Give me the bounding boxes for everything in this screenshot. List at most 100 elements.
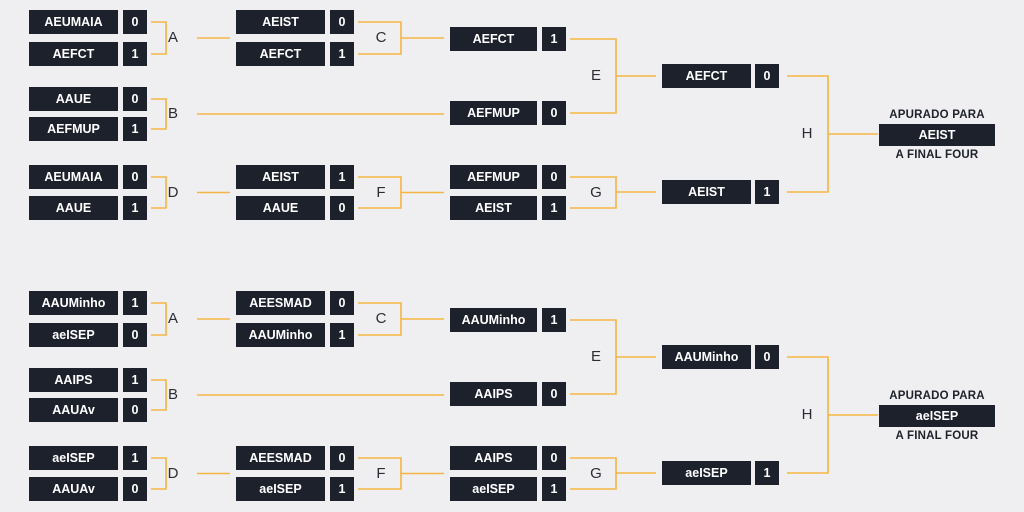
- team-name: AEIST: [236, 165, 325, 189]
- team-score: 0: [123, 398, 147, 422]
- match-label: A: [167, 310, 178, 327]
- match-label: A: [167, 29, 178, 46]
- team-name: AAIPS: [450, 446, 537, 470]
- team-name: AEESMAD: [236, 291, 325, 315]
- match-label: F: [376, 464, 386, 482]
- team-score: 1: [330, 477, 354, 501]
- team-score: 0: [123, 323, 147, 347]
- team-score: 0: [330, 446, 354, 470]
- team-name: aeISEP: [29, 446, 118, 470]
- team-score: 0: [123, 10, 147, 34]
- team-name: AEIST: [450, 196, 537, 220]
- team-name: AAUE: [236, 196, 325, 220]
- match-label: D: [167, 464, 179, 482]
- connector-line: [151, 176, 167, 209]
- team-score: 0: [755, 345, 779, 369]
- connector-line: [151, 457, 167, 490]
- qualified-caption-bottom: A FINAL FOUR: [895, 149, 979, 161]
- team-score: 0: [755, 64, 779, 88]
- match-label: B: [167, 105, 178, 122]
- match-label: E: [590, 67, 601, 84]
- team-name: AEIST: [236, 10, 325, 34]
- connector-line: [151, 21, 167, 55]
- team-score: 1: [542, 308, 566, 332]
- team-name: AAUMinho: [662, 345, 751, 369]
- team-score: 0: [330, 10, 354, 34]
- team-name: AEFMUP: [29, 117, 118, 141]
- team-name: AEFMUP: [450, 165, 537, 189]
- team-name: aeISEP: [29, 323, 118, 347]
- qualified-caption-top: APURADO PARA: [889, 390, 985, 402]
- team-name: aeISEP: [450, 477, 537, 501]
- team-score: 0: [542, 446, 566, 470]
- team-name: AAUAv: [29, 398, 118, 422]
- team-score: 0: [330, 196, 354, 220]
- match-label: G: [590, 464, 602, 482]
- match-label: D: [167, 183, 179, 201]
- team-name: AAUMinho: [236, 323, 325, 347]
- team-name: AAIPS: [450, 382, 537, 406]
- match-label: E: [590, 348, 601, 365]
- team-name: AEFCT: [29, 42, 118, 66]
- team-score: 0: [123, 477, 147, 501]
- connector-line: [151, 302, 167, 336]
- team-name: AEESMAD: [236, 446, 325, 470]
- team-score: 1: [755, 461, 779, 485]
- team-name: AEIST: [662, 180, 751, 204]
- team-name: aeISEP: [236, 477, 325, 501]
- team-score: 1: [542, 196, 566, 220]
- team-name: AAUMinho: [450, 308, 537, 332]
- match-label: H: [801, 125, 813, 142]
- team-name: AEFCT: [662, 64, 751, 88]
- match-label: G: [590, 183, 602, 201]
- match-label: C: [375, 29, 387, 46]
- team-name: aeISEP: [662, 461, 751, 485]
- team-score: 1: [542, 27, 566, 51]
- team-name: AAUAv: [29, 477, 118, 501]
- team-name: AAUE: [29, 196, 118, 220]
- team-name: AEFCT: [236, 42, 325, 66]
- qualified-team: aeISEP: [879, 405, 995, 427]
- qualified-caption-top: APURADO PARA: [889, 109, 985, 121]
- match-label: C: [375, 310, 387, 327]
- team-score: 0: [542, 165, 566, 189]
- team-name: AAUMinho: [29, 291, 118, 315]
- team-name: AAIPS: [29, 368, 118, 392]
- team-name: AEFCT: [450, 27, 537, 51]
- team-score: 1: [123, 196, 147, 220]
- team-score: 1: [330, 323, 354, 347]
- team-name: AAUE: [29, 87, 118, 111]
- team-score: 1: [123, 117, 147, 141]
- team-score: 1: [123, 42, 147, 66]
